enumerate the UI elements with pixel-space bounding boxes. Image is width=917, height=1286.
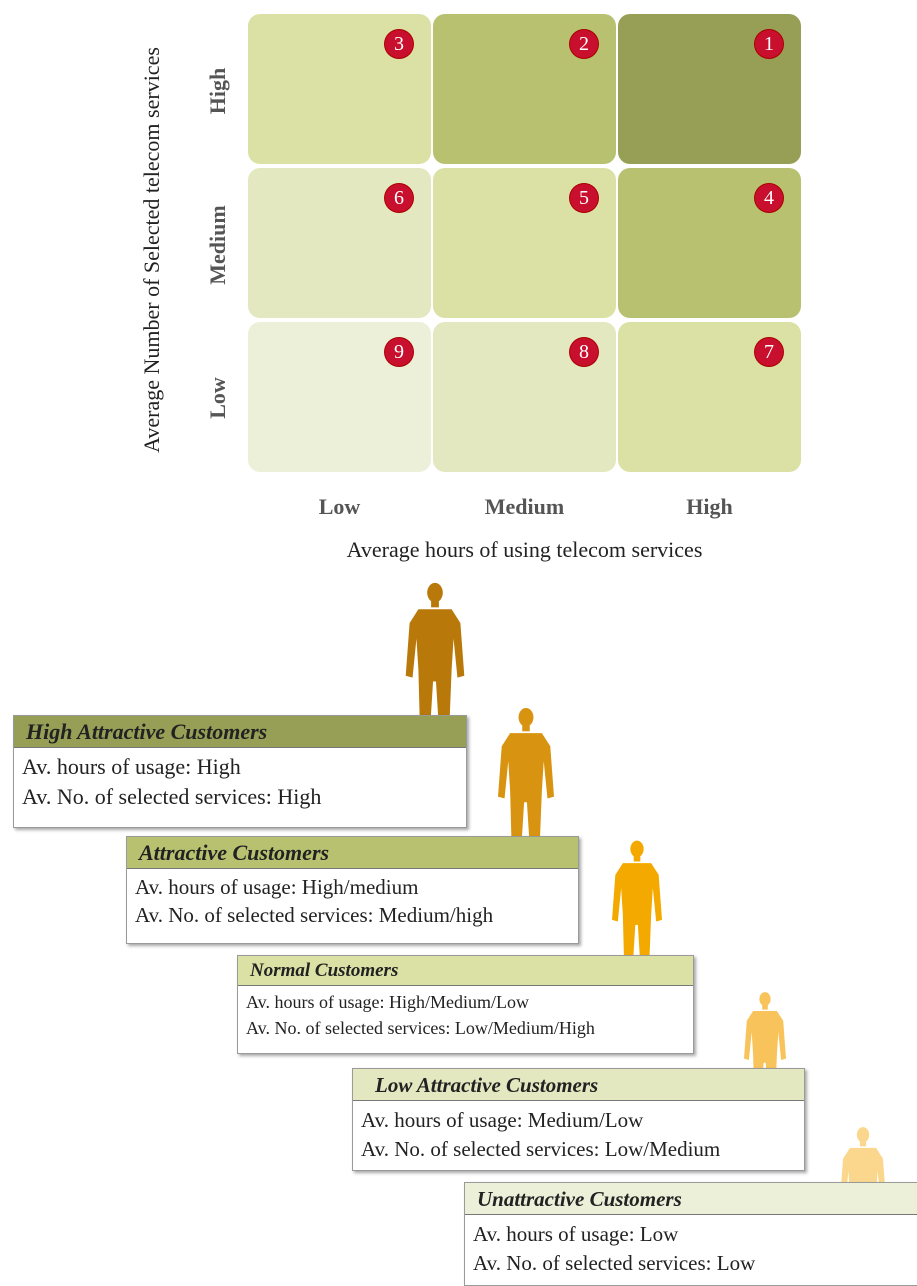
matrix-cell-high-medium: 2 — [433, 14, 616, 164]
segment-services-line: Av. No. of selected services: High — [22, 784, 322, 809]
cell-number-badge: 9 — [385, 338, 413, 366]
cell-number-badge: 1 — [755, 30, 783, 58]
segment-services-line: Av. No. of selected services: Low — [473, 1251, 756, 1275]
cell-number-badge: 7 — [755, 338, 783, 366]
matrix-cell-high-low: 3 — [248, 14, 431, 164]
segment-hours-line: Av. hours of usage: Low — [473, 1222, 679, 1246]
cell-number-badge: 4 — [755, 184, 783, 212]
segment-card-high-attractive: High Attractive Customers Av. hours of u… — [13, 715, 467, 828]
matrix-cell-high-high: 1 — [618, 14, 801, 164]
col-label-medium: Medium — [484, 494, 565, 519]
segment-services-line: Av. No. of selected services: Low/Medium… — [246, 1018, 595, 1038]
col-label-high: High — [686, 494, 733, 519]
matrix-cell-medium-medium: 5 — [433, 168, 616, 318]
segment-card-attractive: Attractive Customers Av. hours of usage:… — [126, 836, 579, 944]
cell-number-badge: 8 — [570, 338, 598, 366]
matrix-cell-medium-low: 6 — [248, 168, 431, 318]
person-silhouette-icon — [612, 840, 662, 979]
segment-title: Low Attractive Customers — [353, 1069, 804, 1101]
cell-number-badge: 2 — [570, 30, 598, 58]
x-axis-label: Average hours of using telecom services — [346, 537, 703, 562]
cell-number-badge: 3 — [385, 30, 413, 58]
segment-card-low-attractive: Low Attractive Customers Av. hours of us… — [352, 1068, 805, 1171]
matrix-cell-low-low: 9 — [248, 322, 431, 472]
segment-hours-line: Av. hours of usage: High — [22, 754, 241, 779]
person-silhouette-icon — [405, 582, 465, 745]
segment-title: High Attractive Customers — [14, 716, 466, 748]
segment-title: Unattractive Customers — [465, 1183, 917, 1215]
cell-number-badge: 5 — [570, 184, 598, 212]
matrix-cell-low-high: 7 — [618, 322, 801, 472]
segment-hours-line: Av. hours of usage: High/medium — [135, 875, 419, 899]
col-label-low: Low — [318, 494, 361, 519]
segment-hours-line: Av. hours of usage: Medium/Low — [361, 1108, 644, 1132]
cell-number-badge: 6 — [385, 184, 413, 212]
segment-card-normal: Normal Customers Av. hours of usage: Hig… — [237, 955, 694, 1054]
segment-title: Normal Customers — [238, 956, 693, 986]
segment-title: Attractive Customers — [127, 837, 578, 869]
segment-services-line: Av. No. of selected services: Low/Medium — [361, 1137, 721, 1161]
segment-services-line: Av. No. of selected services: Medium/hig… — [135, 903, 494, 927]
matrix-cell-medium-high: 4 — [618, 168, 801, 318]
segment-hours-line: Av. hours of usage: High/Medium/Low — [246, 992, 529, 1012]
matrix-cell-low-medium: 8 — [433, 322, 616, 472]
segment-card-unattractive: Unattractive Customers Av. hours of usag… — [464, 1182, 917, 1286]
person-silhouette-icon — [498, 707, 554, 862]
